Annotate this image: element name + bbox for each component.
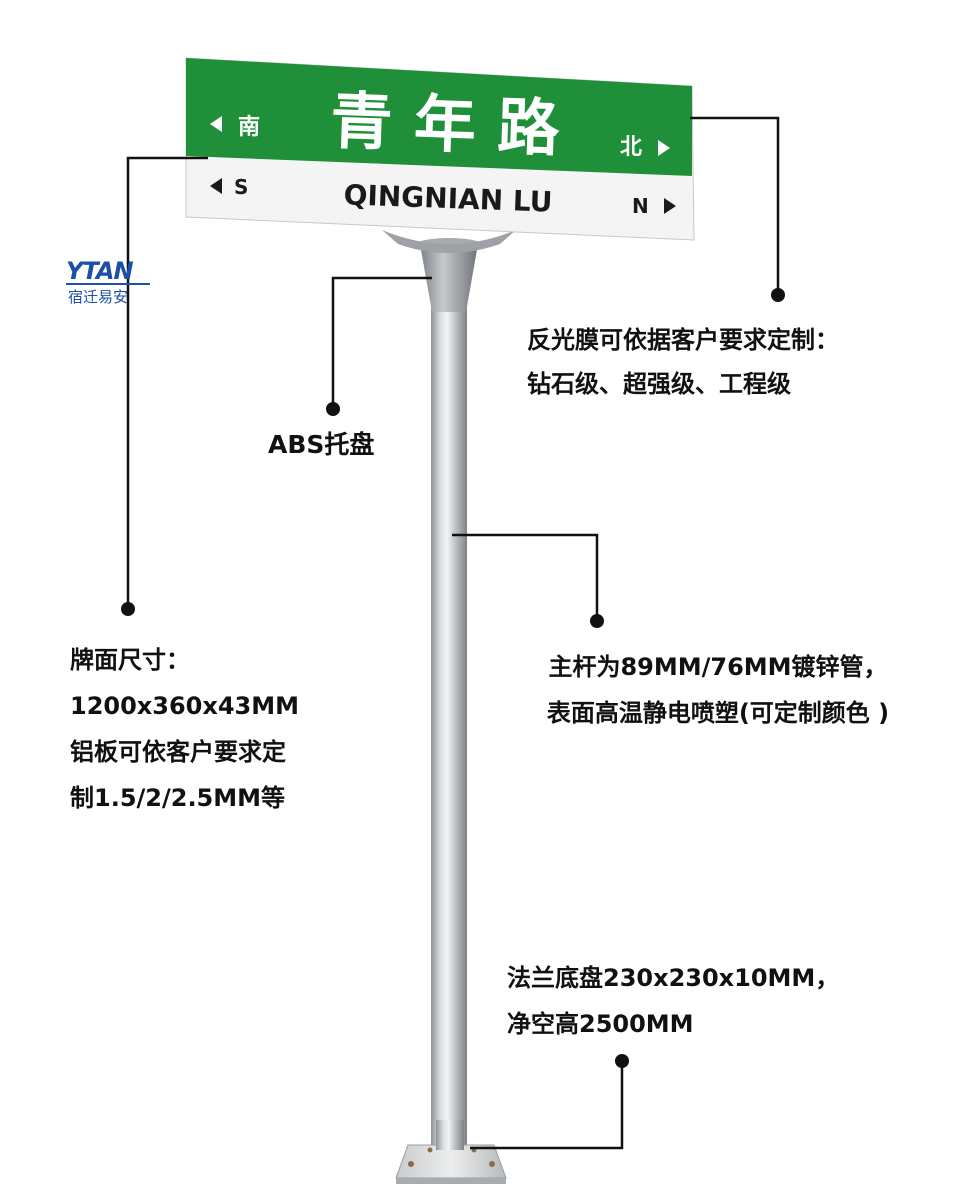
callout-line-panel bbox=[126, 156, 208, 608]
callout-line-pole bbox=[452, 533, 599, 620]
caption-flange-base: 法兰底盘230x230x10MM， 净空高2500MM bbox=[507, 955, 839, 1047]
callout-line-abs bbox=[331, 276, 432, 408]
bolt-icon bbox=[408, 1161, 414, 1167]
callout-dot-icon bbox=[615, 1054, 629, 1068]
abs-tray bbox=[382, 230, 516, 312]
caption-line: ABS托盘 bbox=[268, 430, 375, 459]
callout-dot-icon bbox=[121, 602, 135, 616]
callout-line-film bbox=[690, 116, 780, 294]
caption-line: 表面高温静电喷塑(可定制颜色 ) bbox=[546, 699, 890, 727]
callout-dot-icon bbox=[771, 288, 785, 302]
callout-line-flange bbox=[470, 1062, 624, 1150]
sign-right-direction-cn: 北 bbox=[620, 135, 642, 160]
caption-line: 法兰底盘230x230x10MM， bbox=[507, 964, 840, 992]
arrow-left-icon bbox=[210, 116, 222, 132]
caption-abs-tray: ABS托盘 bbox=[268, 427, 374, 463]
caption-panel-size: 牌面尺寸： 1200x360x43MM 铝板可依客户要求定 制1.5/2/2.5… bbox=[70, 637, 299, 821]
caption-line: 铝板可依客户要求定 bbox=[70, 738, 286, 766]
caption-line: 主杆为89MM/76MM镀锌管， bbox=[548, 653, 888, 681]
sign-left-direction-cn: 南 bbox=[238, 115, 260, 140]
caption-line: 反光膜可依据客户要求定制： bbox=[527, 326, 839, 354]
street-sign-panel: 南 北 青 年 路 S N QINGNIAN LU bbox=[185, 57, 695, 241]
caption-line: 制1.5/2/2.5MM等 bbox=[70, 784, 286, 812]
main-pole bbox=[431, 300, 467, 1162]
brand-logo: YTAN 宿迁易安 bbox=[66, 257, 150, 306]
caption-reflective-film: 反光膜可依据客户要求定制： 钻石级、超强级、工程级 bbox=[527, 318, 839, 406]
sign-street-name-cn: 青 年 路 bbox=[329, 84, 562, 165]
flange-base-plate bbox=[395, 1120, 507, 1184]
callout-dot-icon bbox=[590, 614, 604, 628]
sign-green-band bbox=[186, 58, 692, 176]
caption-line: 1200x360x43MM bbox=[70, 692, 300, 720]
callout-lines bbox=[126, 116, 780, 1150]
arrow-right-icon bbox=[658, 140, 670, 156]
callout-dot-icon bbox=[326, 402, 340, 416]
caption-line: 牌面尺寸： bbox=[70, 646, 190, 674]
sign-right-direction-en: N bbox=[632, 194, 649, 218]
bolt-icon bbox=[489, 1161, 495, 1167]
caption-line: 钻石级、超强级、工程级 bbox=[527, 370, 791, 398]
sign-street-name-en: QINGNIAN LU bbox=[343, 178, 553, 218]
caption-line: 净空高2500MM bbox=[507, 1010, 694, 1038]
caption-main-pole: 主杆为89MM/76MM镀锌管， 表面高温静电喷塑(可定制颜色 ) bbox=[476, 644, 960, 736]
sign-left-direction-en: S bbox=[234, 175, 248, 199]
arrow-right-icon bbox=[664, 198, 676, 214]
arrow-left-icon bbox=[210, 178, 222, 194]
bolt-icon bbox=[427, 1147, 433, 1153]
brand-logo-text: YTAN bbox=[66, 257, 133, 285]
brand-logo-subtitle: 宿迁易安 bbox=[68, 288, 128, 306]
